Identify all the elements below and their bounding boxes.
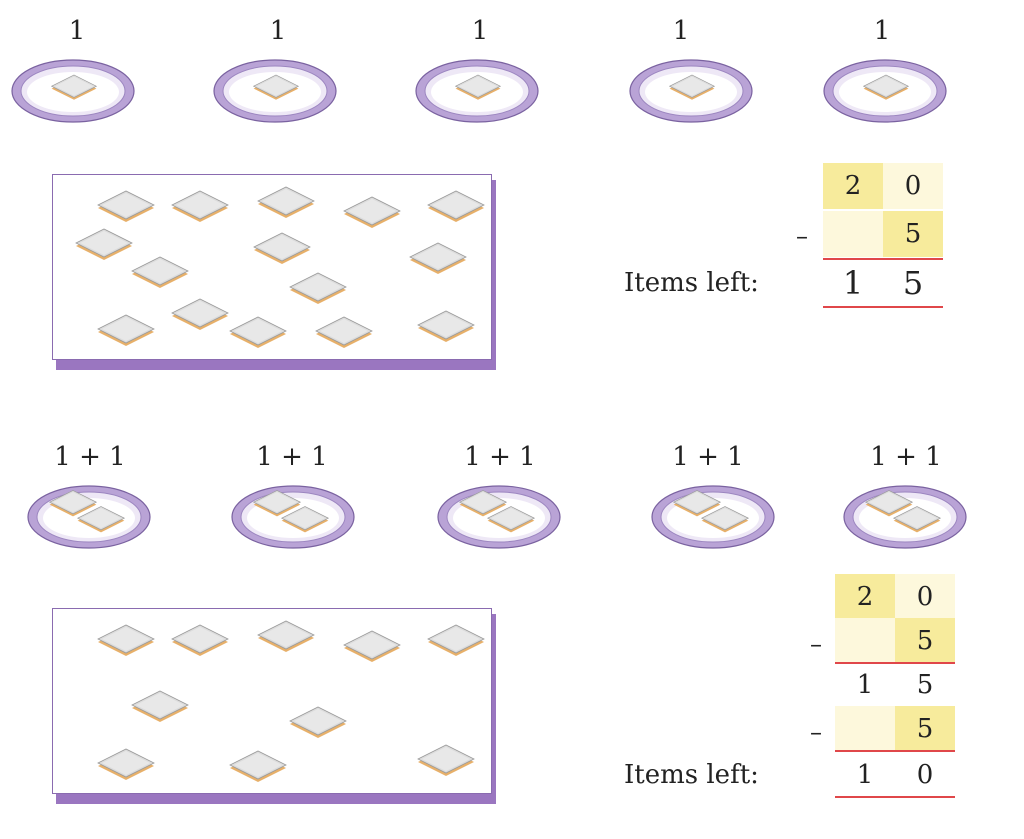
result-underline — [823, 306, 943, 308]
plate-with-two-books — [436, 484, 562, 550]
plate-with-one-book — [10, 58, 136, 124]
loose-books — [75, 186, 485, 349]
digit-cell — [835, 618, 895, 664]
result-digit: 5 — [902, 264, 924, 302]
digit-cell: 2 — [835, 574, 895, 620]
plate-label: 1 — [873, 16, 891, 46]
result-digit: 1 — [842, 264, 864, 302]
plate-label: 1 + 1 — [256, 442, 328, 472]
minus-sign: – — [810, 718, 822, 746]
loose-books — [97, 620, 485, 783]
subtraction-line — [835, 750, 955, 752]
plate-label: 1 + 1 — [54, 442, 126, 472]
digit-cell: 0 — [895, 574, 955, 620]
plate-with-two-books — [842, 484, 968, 550]
minus-sign: – — [796, 222, 808, 250]
digit-cell: 5 — [895, 618, 955, 664]
plate-label: 1 + 1 — [870, 442, 942, 472]
items-left-label: Items left: — [624, 268, 759, 298]
digit-cell: 5 — [895, 706, 955, 752]
plate-with-one-book — [628, 58, 754, 124]
plate-with-one-book — [822, 58, 948, 124]
plate-with-two-books — [230, 484, 356, 550]
plate-with-two-books — [26, 484, 152, 550]
plate-label: 1 + 1 — [672, 442, 744, 472]
plate-label: 1 — [68, 16, 86, 46]
intermediate-digit: 1 — [856, 670, 874, 700]
minus-sign: – — [810, 630, 822, 658]
plate-with-one-book — [414, 58, 540, 124]
subtraction-line — [823, 258, 943, 260]
plate-with-two-books — [650, 484, 776, 550]
intermediate-digit: 5 — [916, 670, 934, 700]
plate-label: 1 — [672, 16, 690, 46]
digit-cell: 0 — [883, 163, 943, 209]
digit-cell: 5 — [883, 211, 943, 257]
digit-cell: 2 — [823, 163, 883, 209]
result-digit: 0 — [916, 760, 934, 790]
result-underline — [835, 796, 955, 798]
plate-label: 1 — [471, 16, 489, 46]
digit-cell — [835, 706, 895, 752]
items-left-label: Items left: — [624, 760, 759, 790]
result-digit: 1 — [856, 760, 874, 790]
subtraction-line — [835, 662, 955, 664]
plate-label: 1 + 1 — [464, 442, 536, 472]
digit-cell — [823, 211, 883, 257]
plate-with-one-book — [212, 58, 338, 124]
plate-label: 1 — [269, 16, 287, 46]
